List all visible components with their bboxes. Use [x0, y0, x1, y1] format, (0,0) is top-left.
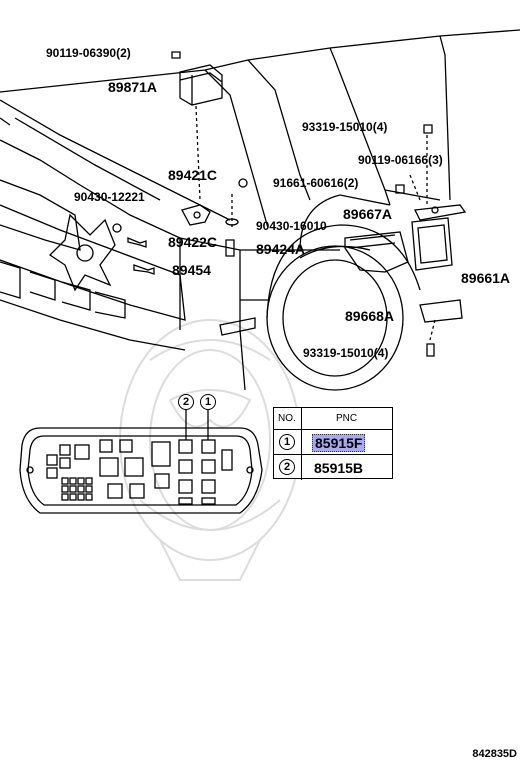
fuse-marker-2: 2 [178, 394, 194, 410]
cab-outline [0, 29, 521, 93]
diagram-code: 842835D [472, 748, 517, 760]
callout-89871a: 89871A [108, 79, 158, 95]
callout-89421c: 89421C [168, 167, 218, 183]
sensor-89871a [179, 64, 223, 106]
callout-91661-60616: 91661-60616(2) [273, 176, 359, 190]
watermark-emblem [119, 319, 301, 581]
sensor-bracket-89421c [181, 204, 211, 226]
pnc-value-highlighted[interactable]: 85915F [312, 434, 366, 452]
pnc-table: NO. PNC 1 85915F 2 85915B [273, 407, 393, 480]
callout-90119-06390: 90119-06390(2) [46, 46, 131, 60]
callout-89454: 89454 [172, 262, 211, 278]
row-number: 2 [279, 459, 295, 475]
bracket-89667a [414, 204, 467, 221]
callout-89422c: 89422C [168, 234, 218, 250]
callout-89668a: 89668A [345, 308, 395, 324]
fuse-block [19, 410, 263, 514]
fuse-marker-1: 1 [200, 394, 216, 410]
sensor-89422c [127, 237, 147, 248]
callout-89661a: 89661A [461, 270, 511, 286]
header-pnc: PNC [336, 413, 358, 424]
bolt-91661 [238, 178, 248, 188]
ecu-tray [344, 231, 409, 273]
pnc-row-2[interactable]: 2 85915B [274, 455, 392, 480]
fan-shroud [48, 213, 116, 292]
row-number: 1 [279, 434, 295, 450]
ecu-89661a [411, 217, 453, 271]
callout-89424a: 89424A [256, 241, 306, 257]
pnc-row-1[interactable]: 1 85915F [274, 430, 392, 455]
sensor-89424a [225, 239, 235, 257]
callout-90119-06166: 90119-06166(3) [358, 153, 443, 167]
pnc-value[interactable]: 85915B [314, 460, 364, 476]
callout-90430-16010: 90430-16010 [256, 219, 327, 233]
sensor-89454 [133, 264, 155, 275]
callout-93319-15010-bottom: 93319-15010(4) [303, 346, 389, 360]
header-no: NO. [278, 413, 296, 424]
bracket-89668a [419, 299, 463, 323]
pnc-table-header: NO. PNC [274, 408, 392, 430]
headlamp [0, 179, 81, 251]
bumper-outline [0, 204, 186, 321]
callout-89667a: 89667A [343, 206, 393, 222]
callout-93319-15010-top: 93319-15010(4) [302, 120, 388, 134]
callout-90430-12221: 90430-12221 [74, 190, 145, 204]
